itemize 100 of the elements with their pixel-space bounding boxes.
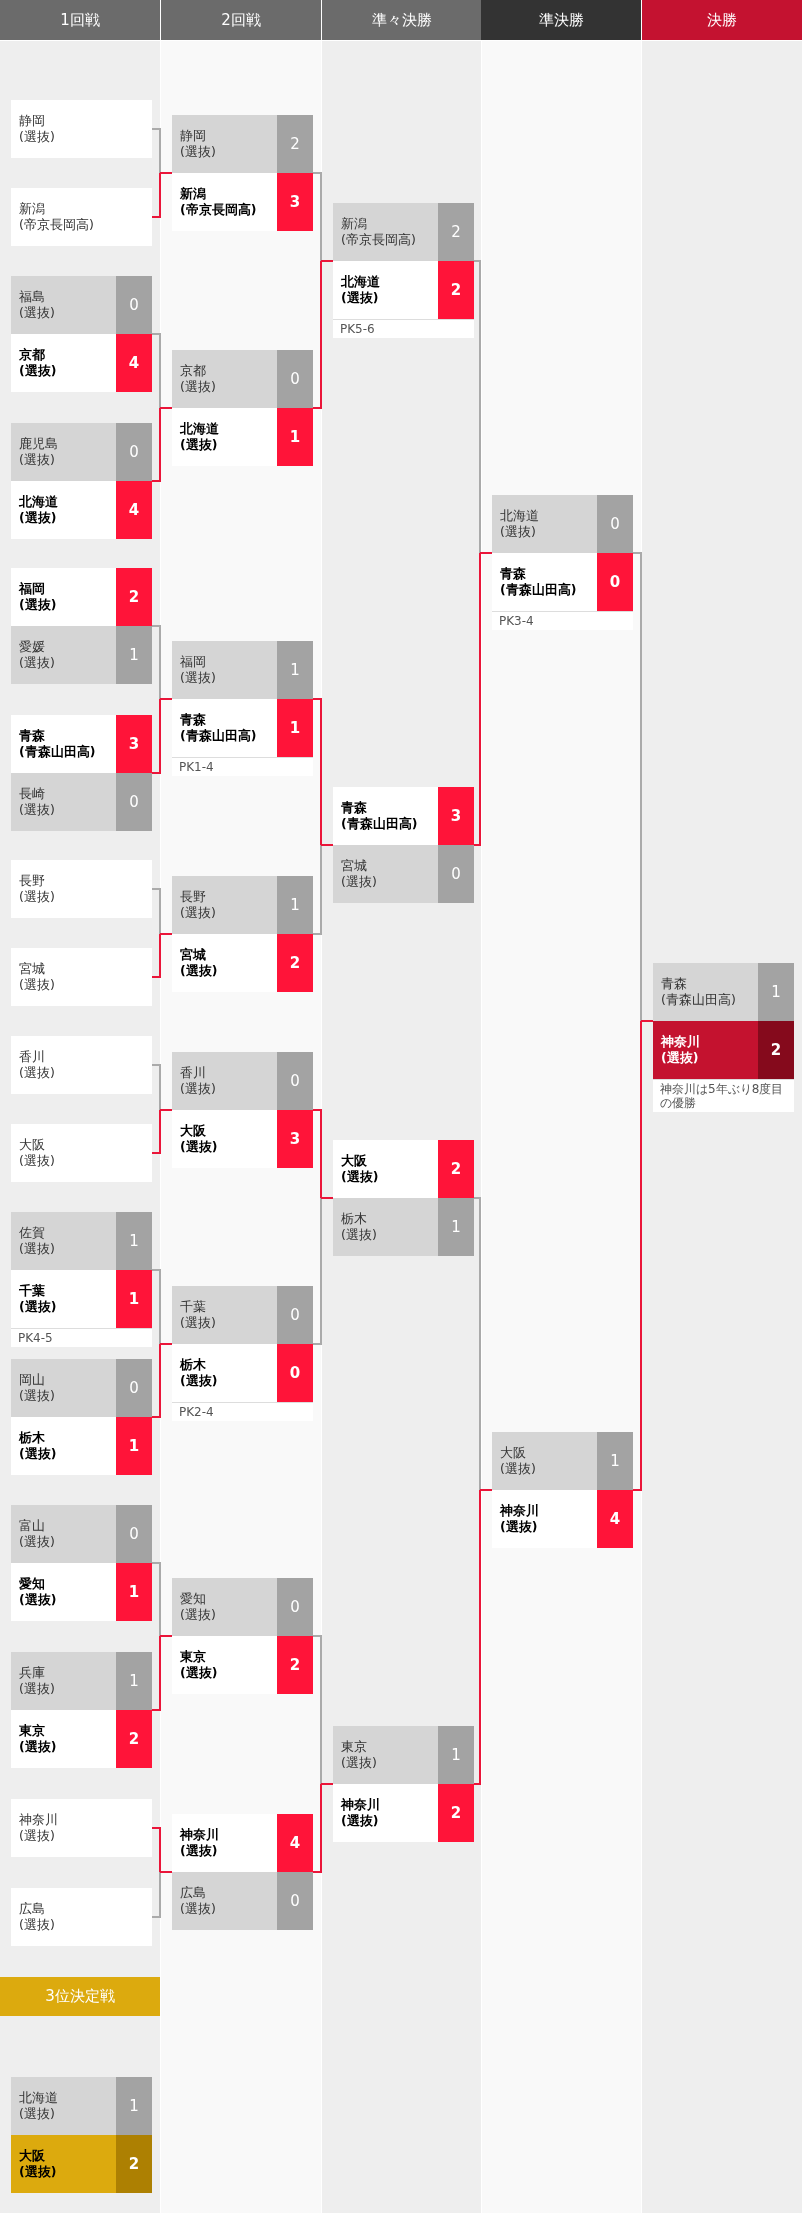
team-name: 愛知 (選抜) xyxy=(19,1576,57,1608)
team-row xyxy=(11,1359,152,1417)
team-name: 大阪 (選抜) xyxy=(180,1123,218,1155)
score-cell: 2 xyxy=(438,203,474,261)
match-note: 神奈川は5年ぶり8度目の優勝 xyxy=(653,1079,794,1112)
score-cell: 1 xyxy=(116,1652,152,1710)
score-cell: 1 xyxy=(116,1417,152,1475)
bracket-line xyxy=(159,172,173,174)
team-row xyxy=(11,423,152,481)
team-row xyxy=(653,963,794,1021)
team-name: 宮城 (選抜) xyxy=(341,858,377,890)
team-row xyxy=(492,495,633,553)
bracket-line xyxy=(312,1197,322,1345)
bracket-line xyxy=(320,1783,334,1785)
team-row xyxy=(11,1124,152,1182)
team-row xyxy=(333,845,474,903)
team-name: 神奈川 (選抜) xyxy=(661,1034,700,1066)
bracket-line xyxy=(151,333,161,409)
team-name: 神奈川 (選抜) xyxy=(500,1503,539,1535)
team-name: 佐賀 (選抜) xyxy=(19,1225,55,1257)
match-note: PK3-4 xyxy=(492,611,633,630)
team-row xyxy=(11,773,152,831)
score-cell: 0 xyxy=(116,1359,152,1417)
team-row xyxy=(11,2077,152,2135)
score-cell: 1 xyxy=(438,1198,474,1256)
bracket-line xyxy=(151,933,161,978)
team-row xyxy=(172,1636,313,1694)
team-row xyxy=(11,568,152,626)
round-header: 決勝 xyxy=(642,0,802,40)
match-note: PK5-6 xyxy=(333,319,474,338)
bracket-line xyxy=(159,933,173,935)
team-name: 栃木 (選抜) xyxy=(19,1430,57,1462)
team-row xyxy=(333,787,474,845)
score-cell: 2 xyxy=(758,1021,794,1079)
bracket-line xyxy=(151,888,161,935)
team-name: 北海道 (選抜) xyxy=(341,274,380,306)
team-row xyxy=(11,1710,152,1768)
bracket-line xyxy=(320,260,334,262)
score-cell: 1 xyxy=(116,1270,152,1328)
score-cell: 2 xyxy=(116,1710,152,1768)
bracket-line xyxy=(151,1109,161,1154)
score-cell: 1 xyxy=(277,408,313,466)
bracket-line xyxy=(312,172,322,262)
team-row xyxy=(11,1888,152,1946)
team-name: 千葉 (選抜) xyxy=(180,1299,216,1331)
team-name: 岡山 (選抜) xyxy=(19,1372,55,1404)
team-name: 神奈川 (選抜) xyxy=(180,1827,219,1859)
team-name: 千葉 (選抜) xyxy=(19,1283,57,1315)
team-name: 東京 (選抜) xyxy=(341,1739,377,1771)
round-header: 2回戦 xyxy=(161,0,321,40)
score-cell: 2 xyxy=(438,261,474,319)
team-name: 新潟 (帝京長岡高) xyxy=(180,186,257,218)
team-name: 富山 (選抜) xyxy=(19,1518,55,1550)
round-header: 3位決定戦 xyxy=(0,1977,160,2016)
team-row xyxy=(11,276,152,334)
score-cell: 0 xyxy=(116,276,152,334)
score-cell: 1 xyxy=(597,1432,633,1490)
bracket-line xyxy=(312,1635,322,1785)
bracket-line xyxy=(159,698,173,700)
team-name: 青森 (青森山田高) xyxy=(661,976,736,1008)
team-name: 大阪 (選抜) xyxy=(500,1445,536,1477)
score-cell: 2 xyxy=(277,934,313,992)
team-row xyxy=(172,1578,313,1636)
team-row xyxy=(172,350,313,408)
team-name: 広島 (選抜) xyxy=(180,1885,216,1917)
round-header: 1回戦 xyxy=(0,0,160,40)
team-name: 新潟 (帝京長岡高) xyxy=(341,216,416,248)
team-name: 神奈川 (選抜) xyxy=(341,1797,380,1829)
match-note: PK4-5 xyxy=(11,1328,152,1347)
score-cell: 0 xyxy=(116,773,152,831)
team-row xyxy=(333,1726,474,1784)
team-name: 青森 (青森山田高) xyxy=(500,566,577,598)
round-header: 準々決勝 xyxy=(322,0,482,40)
score-cell: 3 xyxy=(438,787,474,845)
team-row xyxy=(11,1212,152,1270)
team-row xyxy=(492,553,633,611)
bracket-line xyxy=(151,128,161,174)
team-name: 福岡 (選抜) xyxy=(19,581,57,613)
team-row xyxy=(172,1052,313,1110)
team-row xyxy=(492,1490,633,1548)
bracket-line xyxy=(151,1064,161,1111)
team-row xyxy=(172,934,313,992)
score-cell: 1 xyxy=(438,1726,474,1784)
team-row xyxy=(333,1140,474,1198)
team-row xyxy=(11,1417,152,1475)
bracket-line xyxy=(312,260,322,409)
team-row xyxy=(172,1110,313,1168)
team-row xyxy=(492,1432,633,1490)
team-name: 長野 (選抜) xyxy=(180,889,216,921)
team-name: 兵庫 (選抜) xyxy=(19,1665,55,1697)
team-name: 宮城 (選抜) xyxy=(180,947,218,979)
score-cell: 4 xyxy=(277,1814,313,1872)
score-cell: 1 xyxy=(116,2077,152,2135)
team-name: 東京 (選抜) xyxy=(180,1649,218,1681)
team-row xyxy=(333,203,474,261)
team-row xyxy=(11,1505,152,1563)
team-name: 宮城 (選抜) xyxy=(19,961,55,993)
team-name: 長崎 (選抜) xyxy=(19,786,55,818)
bracket-line xyxy=(151,698,161,774)
team-row xyxy=(11,860,152,918)
